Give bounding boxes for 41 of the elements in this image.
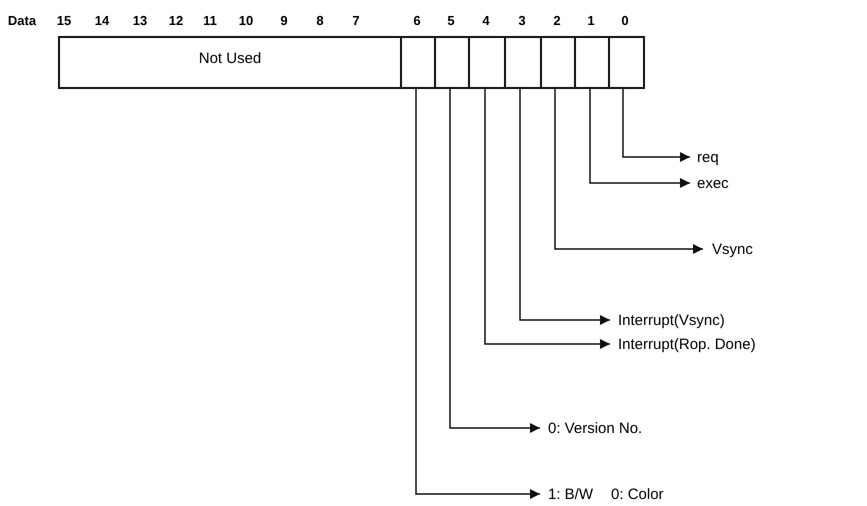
bit-description: Vsync (712, 240, 753, 258)
bit-cell (468, 36, 506, 89)
bit-cell (400, 36, 436, 89)
bit-number: 8 (316, 13, 324, 28)
bit-number: 9 (280, 13, 288, 28)
bit-cell (434, 36, 470, 89)
bit-description: req (697, 148, 719, 166)
register-field (58, 36, 402, 89)
bit-number: 3 (518, 13, 526, 28)
bit-number: 6 (413, 13, 421, 28)
bit-number: 14 (94, 13, 110, 28)
arrow (484, 89, 610, 349)
bit-description: 0: Version No. (548, 420, 642, 436)
row-label: Data (8, 13, 36, 28)
arrow (449, 89, 540, 433)
bit-number: 1 (587, 13, 595, 28)
bit-number: 10 (238, 13, 254, 28)
bit-cell (540, 36, 576, 89)
field-label: Not Used (198, 50, 262, 67)
bit-number: 5 (447, 13, 455, 28)
bit-number: 7 (352, 13, 360, 28)
bit-description: exec (697, 174, 729, 192)
bit-number: 13 (132, 13, 148, 28)
bit-description: Interrupt(Rop. Done) (618, 336, 756, 352)
bit-number: 0 (621, 13, 629, 28)
bit-number: 2 (553, 13, 561, 28)
bit-number: 11 (203, 13, 217, 28)
arrow (519, 89, 610, 325)
arrow (554, 89, 703, 254)
bit-cell (608, 36, 645, 89)
bit-description: 0: Color (611, 486, 664, 502)
bit-number: 12 (168, 13, 184, 28)
arrow (415, 89, 540, 499)
bit-cell (504, 36, 542, 89)
arrow (622, 89, 690, 162)
bit-description: 1: B/W (548, 486, 594, 502)
bit-number: 15 (56, 13, 72, 28)
bit-description: Interrupt(Vsync) (618, 312, 725, 328)
bit-number: 4 (482, 13, 490, 28)
arrow (589, 89, 690, 188)
bit-cell (574, 36, 610, 89)
